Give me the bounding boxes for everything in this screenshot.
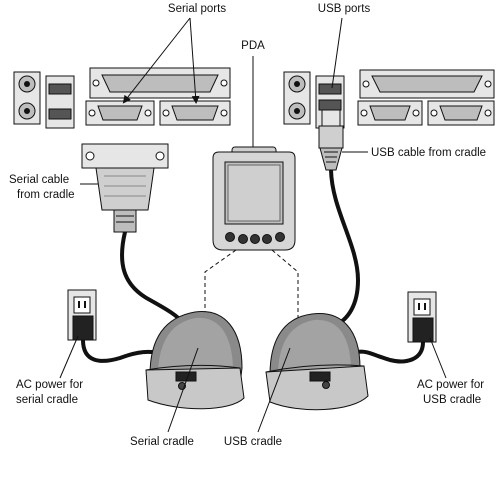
pda-button-2-icon bbox=[238, 234, 248, 244]
pda-device-icon bbox=[212, 146, 296, 251]
pda-button-4-icon bbox=[262, 234, 272, 244]
serial-cable bbox=[120, 231, 186, 326]
pda-button-5-icon bbox=[275, 232, 285, 242]
usb-ports-pointer bbox=[331, 17, 343, 89]
right-pc-back-panel bbox=[283, 69, 495, 129]
left-usb-ports-icon bbox=[45, 75, 75, 129]
usb-cable bbox=[329, 169, 361, 328]
usb-cradle-icon bbox=[265, 313, 369, 411]
left-power-cord bbox=[81, 339, 161, 363]
usb-cradle-pointer bbox=[257, 347, 291, 433]
serial-cradle-icon bbox=[145, 311, 245, 410]
ac-serial-pointer bbox=[59, 335, 79, 379]
right-serial-port-1-icon bbox=[357, 100, 423, 126]
serial-cable-label-line2: from cradle bbox=[17, 189, 75, 201]
left-pc-back-panel bbox=[13, 67, 231, 129]
right-ps2-ports-icon bbox=[283, 71, 311, 125]
right-parallel-port-icon bbox=[359, 69, 495, 99]
usb-plug-icon bbox=[318, 109, 344, 171]
left-serial-port-1-icon bbox=[85, 100, 155, 126]
ac-usb-label-line1: AC power for bbox=[417, 379, 484, 391]
ac-serial-label-line1: AC power for bbox=[16, 379, 83, 391]
dashed-arrows bbox=[201, 249, 302, 330]
pda-to-usb-cradle-arrow bbox=[271, 249, 302, 330]
serial-ports-pointers bbox=[122, 17, 200, 104]
serial-connector-icon bbox=[81, 143, 169, 233]
serial-cradle-label: Serial cradle bbox=[130, 436, 194, 448]
pda-button-1-icon bbox=[225, 232, 235, 242]
right-serial-port-2-icon bbox=[427, 100, 495, 126]
left-power-outlet-icon bbox=[67, 289, 97, 341]
ac-usb-pointer bbox=[429, 337, 447, 379]
usb-cradle-label: USB cradle bbox=[224, 436, 282, 448]
pda-button-3-icon bbox=[250, 234, 260, 244]
right-power-outlet-icon bbox=[407, 291, 437, 343]
pda-to-serial-cradle-arrow bbox=[201, 249, 237, 330]
left-serial-port-2-icon bbox=[159, 100, 231, 126]
left-parallel-port-icon bbox=[89, 67, 231, 99]
serial-cradle-pointer bbox=[167, 347, 199, 433]
left-ps2-ports-icon bbox=[13, 71, 41, 125]
usb-cable-label: USB cable from cradle bbox=[371, 147, 486, 159]
right-power-cord bbox=[357, 341, 425, 364]
usb-ports-label: USB ports bbox=[318, 3, 371, 15]
ac-serial-label-line2: serial cradle bbox=[16, 394, 78, 406]
ac-usb-label-line2: USB cradle bbox=[423, 394, 481, 406]
serial-cable-label-line1: Serial cable bbox=[9, 174, 69, 186]
serial-ports-label: Serial ports bbox=[168, 3, 226, 15]
pda-label: PDA bbox=[241, 40, 265, 52]
